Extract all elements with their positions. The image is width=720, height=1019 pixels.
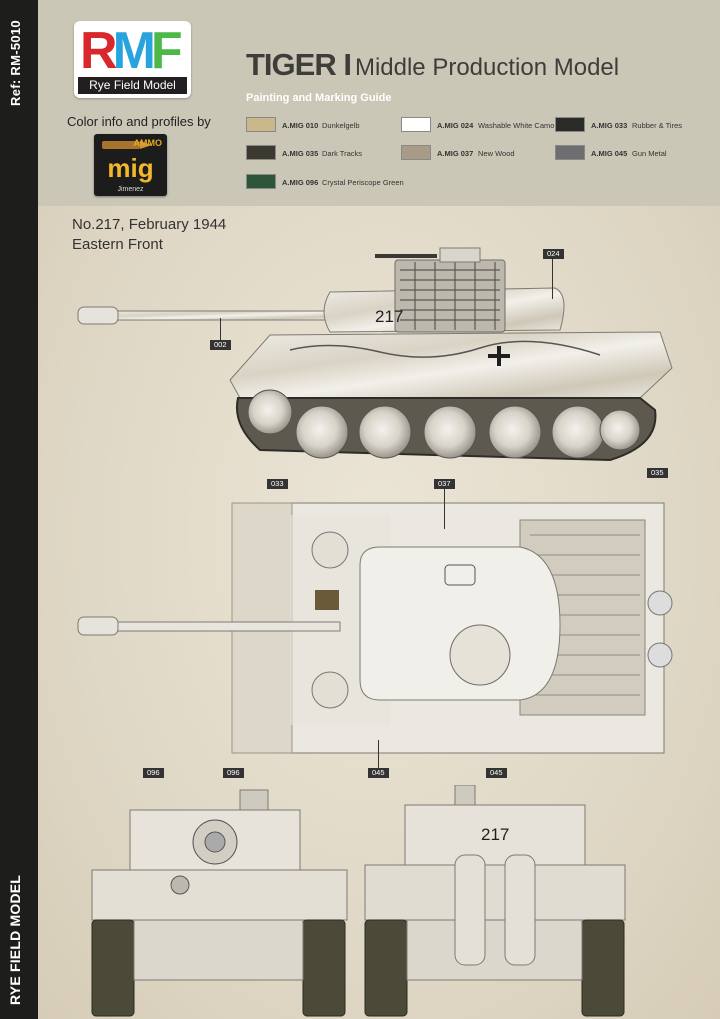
swatch-024 xyxy=(401,117,431,132)
tank-side-view: 217 xyxy=(77,247,673,462)
paint-name: Dark Tracks xyxy=(322,149,363,158)
rear-number: 217 xyxy=(481,825,509,844)
guide-label: Painting and Marking Guide xyxy=(246,92,392,104)
sidebar: Ref: RM-5010 RYE FIELD MODEL xyxy=(0,0,38,1019)
rmf-logo: RMF Rye Field Model xyxy=(74,21,191,98)
paint-code: A.MIG 024 xyxy=(437,121,474,130)
paint-code: A.MIG 010 xyxy=(282,121,319,130)
callout-033: 033 xyxy=(267,479,288,489)
callout-045-top: 045 xyxy=(368,768,389,778)
rmf-name: Rye Field Model xyxy=(78,77,187,94)
swatch-037 xyxy=(401,145,431,160)
tank-top-view xyxy=(77,502,673,754)
mig-sub: Jimenez xyxy=(117,186,144,193)
color-info-text: Color info and profiles by xyxy=(67,114,211,129)
swatch-096 xyxy=(246,174,276,189)
leader-line xyxy=(378,740,379,768)
paint-name: Gun Metal xyxy=(632,149,667,158)
tank-rear-view: 217 xyxy=(364,785,626,1017)
reference-number: Ref: RM-5010 xyxy=(8,20,23,106)
tank-front-view xyxy=(91,789,348,1017)
paint-name: Rubber & Tires xyxy=(632,121,683,130)
swatch-010 xyxy=(246,117,276,132)
callout-096-front-left: 096 xyxy=(143,768,164,778)
mig-ammo-text: AMMO xyxy=(133,138,163,148)
swatch-045 xyxy=(555,145,585,160)
paint-code: A.MIG 037 xyxy=(437,149,474,158)
swatch-033 xyxy=(555,117,585,132)
paint-code: A.MIG 033 xyxy=(591,121,628,130)
paint-code: A.MIG 096 xyxy=(282,178,319,187)
callout-002: 002 xyxy=(210,340,231,350)
leader-line xyxy=(220,318,221,340)
turret-number: 217 xyxy=(375,307,403,326)
title-main: TIGER I xyxy=(246,47,352,82)
marking-unit: No.217, February 1944 xyxy=(72,216,227,233)
rmf-letters: RMF xyxy=(80,22,183,80)
marking-caption: No.217, February 1944 Eastern Front xyxy=(72,215,226,255)
paint-code: A.MIG 035 xyxy=(282,149,319,158)
leader-line xyxy=(444,489,445,529)
callout-035: 035 xyxy=(647,468,668,478)
callout-045-rear: 045 xyxy=(486,768,507,778)
ammo-mig-logo: AMMO mig Jimenez xyxy=(94,134,167,196)
mig-word: mig xyxy=(107,153,154,183)
callout-037: 037 xyxy=(434,479,455,489)
bullet-icon xyxy=(102,141,152,149)
paint-name: Crystal Periscope Green xyxy=(322,178,404,187)
paint-name: Dunkelgelb xyxy=(322,121,360,130)
paint-name: New Wood xyxy=(478,149,515,158)
marking-front: Eastern Front xyxy=(72,236,163,253)
leader-line xyxy=(552,259,553,299)
title-sub: Middle Production Model xyxy=(354,54,620,81)
callout-096-front-right: 096 xyxy=(223,768,244,778)
paint-code: A.MIG 045 xyxy=(591,149,628,158)
paint-name: Washable White Camo xyxy=(478,121,555,130)
swatch-035 xyxy=(246,145,276,160)
callout-024: 024 xyxy=(543,249,564,259)
